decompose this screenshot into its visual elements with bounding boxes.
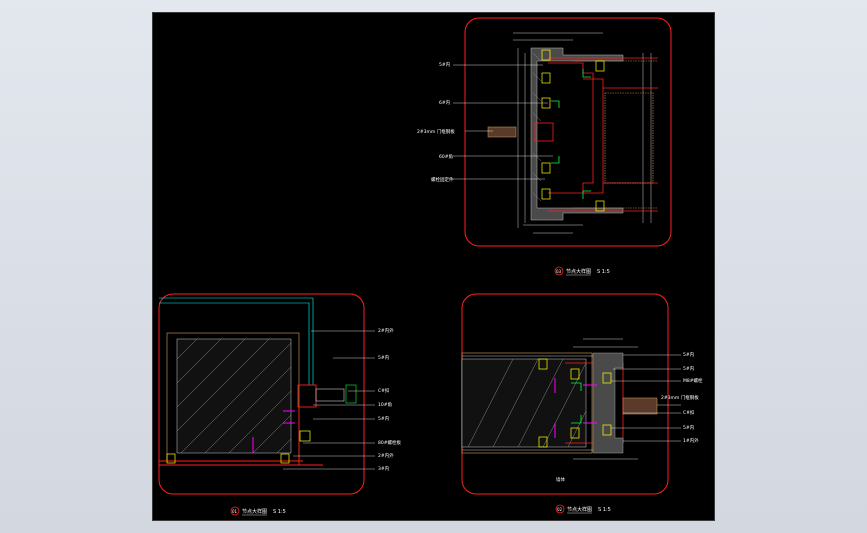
detail-top-anchor: [487, 126, 517, 138]
detail-top-dimensions: [513, 32, 652, 234]
svg-text:2#内外: 2#内外: [378, 452, 394, 459]
svg-text:5#内: 5#内: [683, 365, 695, 372]
detail-right-wall: [461, 352, 593, 454]
cad-drawing: 5#内 6#内 2#3mm 门框钢板 60#角 螺栓固定件 03 节点大样图 S…: [158, 17, 703, 516]
detail-left-fixture: [315, 384, 357, 404]
svg-text:2#内外: 2#内外: [378, 327, 394, 334]
svg-text:节点大样图: 节点大样图: [242, 508, 267, 515]
detail-left-wall: [166, 332, 300, 462]
detail-left-magenta: [252, 410, 295, 453]
svg-text:节点大样图: 节点大样图: [566, 268, 591, 275]
svg-text:5#内: 5#内: [378, 415, 390, 422]
svg-text:螺栓固定件: 螺栓固定件: [431, 176, 454, 183]
detail-right-caption: 02 节点大样图 S 1:5: [555, 504, 611, 514]
detail-right-angles: [571, 382, 582, 424]
svg-text:5#内: 5#内: [683, 424, 695, 431]
svg-text:M8#螺栓: M8#螺栓: [683, 377, 703, 384]
svg-text:3#内: 3#内: [378, 465, 390, 472]
detail-top-steel: [534, 57, 658, 212]
svg-text:S 1:5: S 1:5: [273, 509, 286, 515]
detail-right-concrete: [592, 352, 624, 454]
svg-text:6#内: 6#内: [439, 99, 451, 106]
svg-text:C#扣: C#扣: [378, 387, 390, 394]
detail-top-frame: [464, 17, 672, 247]
detail-left-labels: 2#内外 5#内 C#扣 10#角 5#内 80#螺栓板 2#内外 3#内: [378, 327, 401, 472]
detail-top-board: [573, 60, 658, 209]
svg-text:03: 03: [556, 269, 562, 274]
svg-text:5#内: 5#内: [683, 351, 695, 358]
detail-left-finish: [159, 297, 314, 385]
svg-text:10#角: 10#角: [378, 401, 392, 408]
detail-left-frame: [158, 293, 365, 495]
svg-text:80#螺栓板: 80#螺栓板: [378, 439, 401, 446]
svg-text:1#内外: 1#内外: [683, 437, 699, 444]
detail-right-anchor: [622, 397, 658, 415]
detail-right-labels: 5#内 5#内 M8#螺栓 2#3mm 门框钢板 C#扣 5#内 1#内外 墙体: [556, 351, 703, 483]
svg-text:节点大样图: 节点大样图: [567, 506, 592, 513]
detail-top-angles: [551, 69, 591, 199]
svg-text:5#内: 5#内: [439, 61, 451, 68]
wall-note: 墙体: [556, 476, 565, 483]
detail-right: 5#内 5#内 M8#螺栓 2#3mm 门框钢板 C#扣 5#内 1#内外 墙体…: [461, 293, 703, 514]
detail-top-wall: [530, 47, 624, 221]
detail-top: 5#内 6#内 2#3mm 门框钢板 60#角 螺栓固定件 03 节点大样图 S…: [417, 17, 672, 276]
svg-text:S 1:5: S 1:5: [597, 269, 610, 275]
detail-left: 2#内外 5#内 C#扣 10#角 5#内 80#螺栓板 2#内外 3#内 01…: [158, 293, 401, 516]
svg-text:01: 01: [232, 509, 238, 514]
detail-right-dimensions: [573, 338, 638, 460]
detail-left-caption: 01 节点大样图 S 1:5: [230, 506, 286, 516]
detail-left-steel: [159, 384, 323, 466]
detail-right-leaders: [611, 354, 681, 442]
detail-right-magenta: [554, 378, 597, 438]
svg-text:02: 02: [557, 507, 563, 512]
detail-top-leaders: [453, 64, 553, 180]
svg-text:S 1:5: S 1:5: [598, 507, 611, 513]
cad-drawing-canvas[interactable]: 5#内 6#内 2#3mm 门框钢板 60#角 螺栓固定件 03 节点大样图 S…: [152, 12, 715, 521]
svg-text:60#角: 60#角: [439, 153, 453, 160]
svg-text:2#3mm 门框钢板: 2#3mm 门框钢板: [417, 128, 455, 135]
svg-text:5#内: 5#内: [378, 354, 390, 361]
detail-right-bolts: [538, 358, 612, 448]
detail-left-bolts: [166, 430, 311, 464]
detail-top-caption: 03 节点大样图 S 1:5: [554, 266, 610, 276]
detail-top-bolts: [541, 49, 605, 212]
detail-top-labels: 5#内 6#内 2#3mm 门框钢板 60#角 螺栓固定件: [417, 61, 455, 183]
detail-left-leaders: [283, 330, 375, 470]
svg-text:C#扣: C#扣: [683, 409, 695, 416]
svg-text:2#3mm 门框钢板: 2#3mm 门框钢板: [661, 394, 699, 401]
